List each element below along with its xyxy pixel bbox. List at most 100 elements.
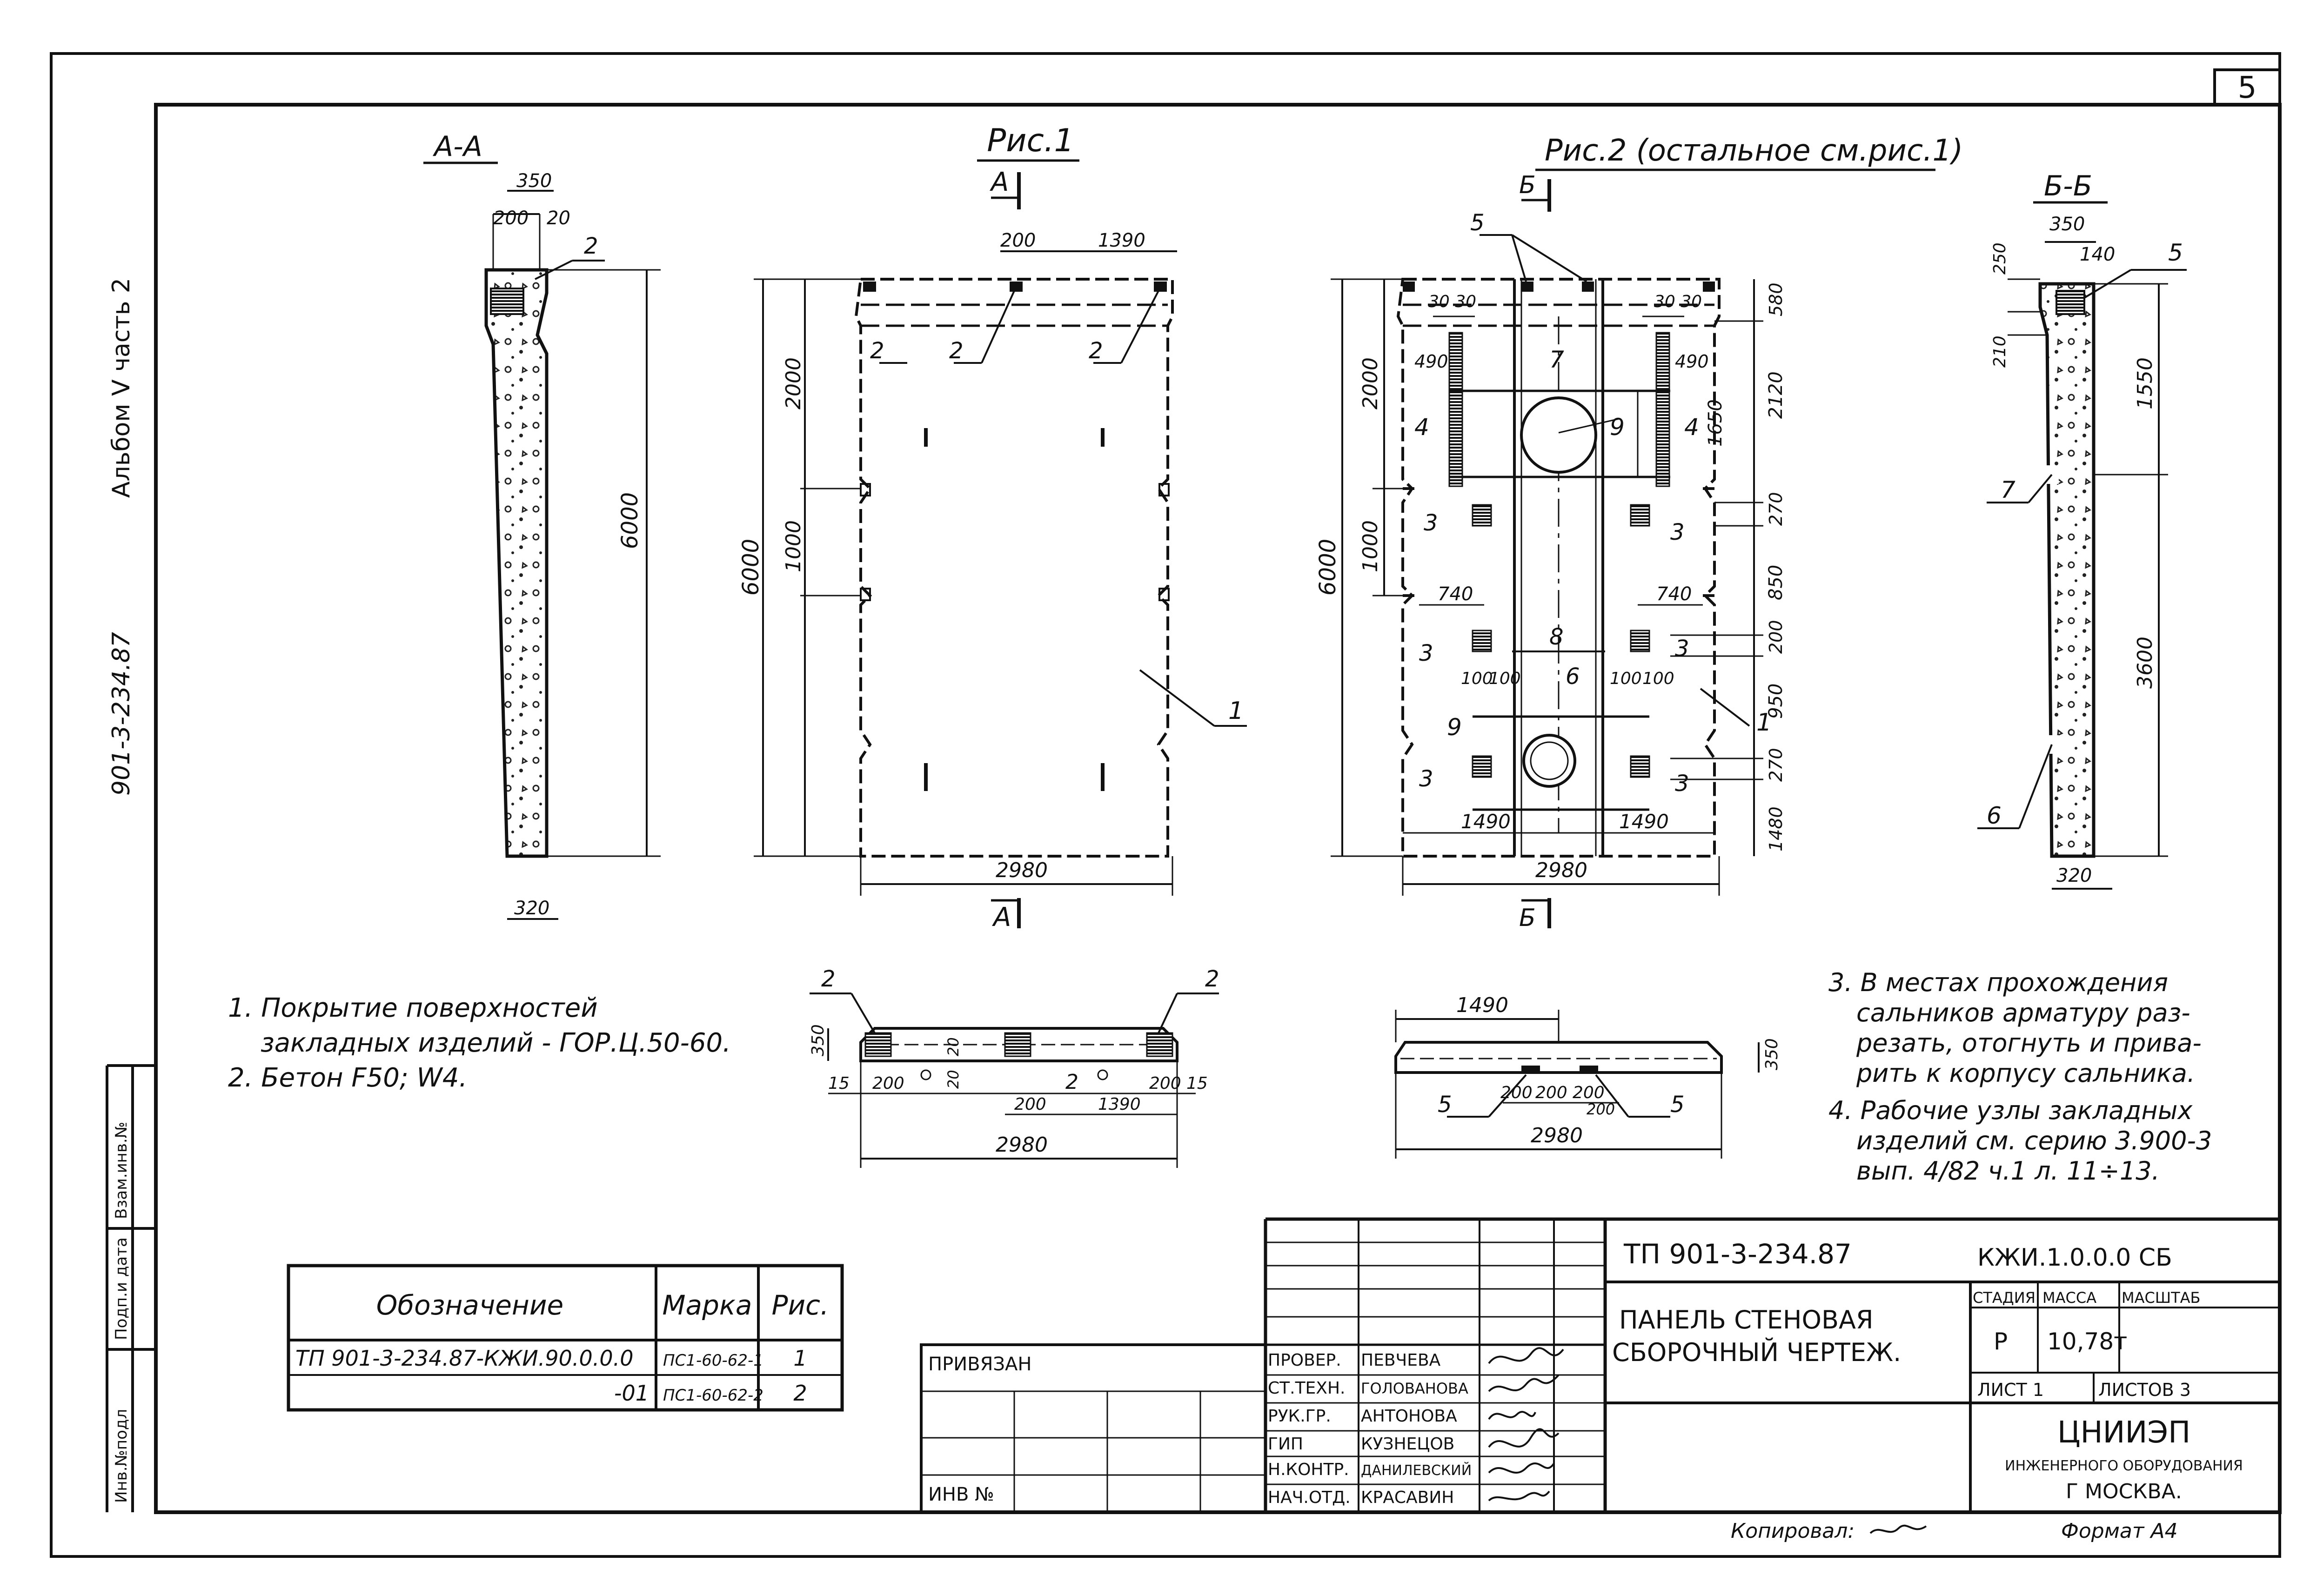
plan1-dim-20-b: 20 [944,1037,962,1056]
fig2-leader-9b: 9 [1447,714,1462,741]
note-4-line-1: 4. Рабочие узлы закладных [1828,1096,2193,1125]
fig1-dim-2000: 2000 [782,357,805,409]
binding-strip [106,1064,156,1512]
section-bb-title: Б-Б [2044,170,2092,202]
spec-row2-designation: -01 [614,1381,649,1406]
note-2: 2. Бетон F50; W4. [228,1063,467,1093]
person-6: КРАСАВИН [1361,1488,1454,1507]
spec-header-designation: Обозначение [376,1289,563,1321]
spec-row2-fig: 2 [793,1381,807,1406]
person-2: ГОЛОВАНОВА [1361,1380,1468,1397]
bb-leader-7: 7 [2001,476,2015,503]
plan1-dim-200-left: 200 [872,1074,904,1093]
fig2-dim-1480: 1480 [1766,806,1786,852]
project-code-side: 901-3-234.87 [107,632,135,796]
fig2-leader-6: 6 [1566,664,1580,690]
spec-row1-designation: ТП 901-3-234.87-КЖИ.90.0.0.0 [295,1346,634,1371]
fig2-dim-270-a: 270 [1766,492,1786,526]
bb-dim-320: 320 [2056,865,2092,886]
drawing-name-2: СБОРОЧНЫЙ ЧЕРТЕЖ. [1612,1338,1901,1367]
note-4-line-3: вып. 4/82 ч.1 л. 11÷13. [1856,1156,2160,1186]
bb-leader-6: 6 [1987,802,2002,829]
note-1-line-2: закладных изделий - ГОР.Ц.50-60. [261,1028,731,1058]
bb-dim-350: 350 [2049,214,2085,235]
fig1-cut-top: А [990,167,1009,197]
fig2-dim-740-right: 740 [1656,583,1692,605]
fig2-elevation: Рис.2 (остальное см.рис.1) Б [1315,134,1963,932]
plan2-leader-5-right: 5 [1670,1092,1685,1118]
stage-header: СТАДИЯ [1973,1289,2035,1307]
doc-code: КЖИ.1.0.0.0 СБ [1977,1244,2172,1272]
role-2: СТ.ТЕХН. [1268,1379,1345,1398]
note-3-line-4: рить к корпусу сальника. [1856,1059,2195,1088]
aa-dim-20: 20 [547,208,570,229]
bb-leader-5: 5 [2168,239,2183,266]
note-3-line-3: резать, отогнуть и прива- [1856,1028,2202,1058]
signatures [1488,1347,1564,1502]
section-aa-title: А-А [432,130,482,163]
plan2-dim-1490: 1490 [1456,993,1508,1017]
org-name-3: Г МОСКВА. [2066,1480,2182,1503]
title-block: ПРИВЯЗАН ИНВ № ПРОВЕР. ПЕВЧЕВА СТ.ТЕХН. … [920,1217,2280,1514]
plan2-dim-200-d: 200 [1587,1100,1615,1118]
fig1-elevation: Рис.1 А 200 1390 2000 1000 6000 2980 [738,122,1247,932]
fig2-dim-1000: 1000 [1359,520,1382,572]
aa-dim-200: 200 [493,208,529,229]
aa-dim-350: 350 [516,170,552,192]
fig1-dim-6000: 6000 [738,539,764,596]
fig2-cut-bottom: Б [1519,904,1536,932]
plan1-leader-2-mid: 2 [1065,1070,1078,1094]
sign-date-label: Подп.и дата [112,1237,131,1340]
note-4-line-2: изделий см. серию 3.900-3 [1856,1126,2212,1155]
plan-2: 1490 350 200 200 200 200 5 5 2980 [1394,993,1781,1159]
note-1-line-1: 1. Покрытие поверхностей [228,993,598,1023]
person-4: КУЗНЕЦОВ [1361,1435,1454,1454]
org-name-1: ЦНИИЭП [2057,1415,2190,1450]
album-label: Альбом Ⅴ часть 2 [107,278,135,498]
fig2-dim-2980: 2980 [1535,858,1587,882]
fig2-leader-3d: 3 [1675,636,1689,662]
plan1-dim-1390: 1390 [1098,1095,1141,1114]
fig2-dim-270-b: 270 [1766,748,1786,782]
sheet-total: ЛИСТОВ 3 [2098,1380,2191,1400]
plan-1: 350 2 2 2 15 200 20 20 200 15 200 1390 2… [809,966,1219,1168]
inv-no-tb-label: ИНВ № [928,1484,994,1505]
person-3: АНТОНОВА [1361,1407,1457,1426]
bb-dim-210: 210 [1990,335,2009,368]
stage-value: Р [1994,1328,2008,1355]
fig1-leader-2b: 2 [949,338,964,364]
notes-right: 3. В местах прохождения сальников армату… [1828,968,2212,1186]
role-1: ПРОВЕР. [1268,1351,1341,1370]
format-label: Формат А4 [2061,1519,2178,1543]
role-3: РУК.ГР. [1268,1407,1331,1426]
fig2-dim-2120: 2120 [1765,371,1787,419]
mass-value: 10,78т [2047,1328,2127,1355]
spec-table: Обозначение Марка Рис. ТП 901-3-234.87-К… [287,1264,844,1412]
bb-dim-1550: 1550 [2133,357,2157,409]
bb-dim-3600: 3600 [2133,637,2157,689]
fig2-dim-740-left: 740 [1438,583,1473,605]
plan1-dim-350: 350 [809,1024,828,1056]
person-1: ПЕВЧЕВА [1361,1351,1441,1370]
fig2-dim-490-right: 490 [1675,351,1709,372]
plan2-dim-200-c: 200 [1573,1083,1605,1102]
org-name-2: ИНЖЕНЕРНОГО ОБОРУДОВАНИЯ [2005,1458,2243,1474]
fig2-leader-3c: 3 [1419,640,1433,666]
fig2-leader-4-left: 4 [1414,414,1429,441]
spec-row1-fig: 1 [793,1346,807,1371]
section-aa: А-А 350 200 20 2 6000 320 [423,130,661,920]
fig2-dim-490-left: 490 [1414,351,1448,372]
privyazan-label: ПРИВЯЗАН [928,1354,1031,1375]
fig2-leader-8: 8 [1549,624,1564,650]
plan1-dim-15-left: 15 [828,1074,850,1093]
bb-dim-140: 140 [2080,244,2115,265]
fig2-title: Рис.2 (остальное см.рис.1) [1545,134,1963,168]
fig1-title: Рис.1 [987,122,1074,159]
role-5: Н.КОНТР. [1268,1460,1349,1479]
spec-header-fig: Рис. [772,1289,829,1321]
fig2-leader-7: 7 [1549,346,1564,373]
plan1-dim-200-right: 200 [1149,1074,1181,1093]
sheet-index: ЛИСТ 1 [1977,1380,2044,1400]
sheet-number: 5 [2238,71,2257,105]
